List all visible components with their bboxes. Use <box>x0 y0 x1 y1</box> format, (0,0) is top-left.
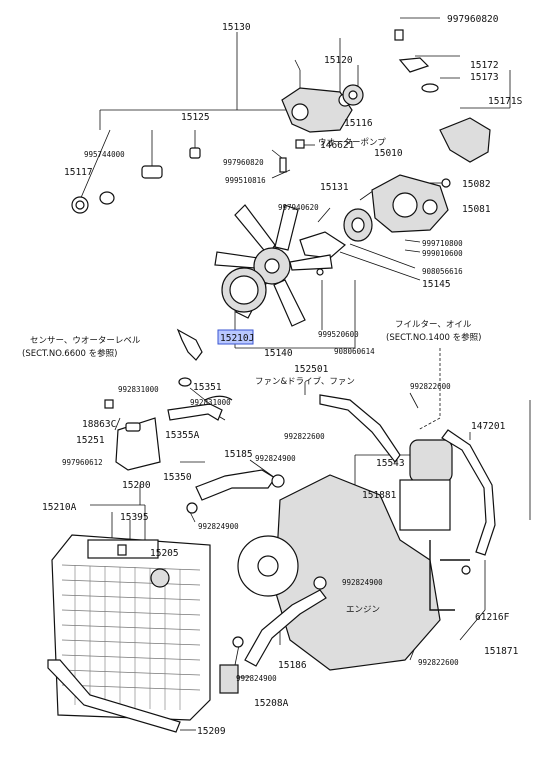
label-992822600-a: 992822600 <box>284 432 325 441</box>
label-992824900-d: 992824900 <box>236 674 277 683</box>
note-sensor-title: センサー、ウオーターレベル <box>30 336 141 346</box>
label-15350: 15350 <box>163 472 192 483</box>
label-992822600-b: 992822600 <box>410 382 451 391</box>
label-15209: 15209 <box>197 726 226 737</box>
label-18863c: 18863C <box>82 419 116 430</box>
label-997960612: 997960612 <box>62 458 103 467</box>
label-15210j: 15210J <box>220 333 254 344</box>
label-15251: 15251 <box>76 435 105 446</box>
cooling-fan <box>214 204 333 327</box>
label-15131: 15131 <box>320 182 349 193</box>
label-151881: 151881 <box>362 490 397 501</box>
part-labels: 15130 997960820 15172 15173 15171S 15120… <box>42 14 523 737</box>
label-147201: 147201 <box>471 421 506 432</box>
label-15200: 15200 <box>122 480 151 491</box>
note-filter-title: フイルター、オイル <box>395 320 472 330</box>
label-992822600-c: 992822600 <box>418 658 459 667</box>
label-15351: 15351 <box>193 382 222 393</box>
label-61216f: 61216F <box>475 612 510 623</box>
label-992831000-a: 992831000 <box>118 385 159 394</box>
label-999710800: 999710800 <box>422 239 463 248</box>
label-15543: 15543 <box>376 458 405 469</box>
note-engine: エンジン <box>346 605 380 615</box>
label-15208a: 15208A <box>254 698 289 709</box>
water-pump-parts <box>71 29 491 276</box>
label-995744000: 995744000 <box>84 150 125 159</box>
label-15185: 15185 <box>224 449 253 460</box>
label-15205: 15205 <box>150 548 179 559</box>
label-151871: 151871 <box>484 646 519 657</box>
label-992824900-b: 992824900 <box>198 522 239 531</box>
label-15082: 15082 <box>462 179 491 190</box>
label-15395: 15395 <box>120 512 149 523</box>
label-152501: 152501 <box>294 364 329 375</box>
notes: ウオーターポンプ センサー、ウオーターレベル (SECT.NO.6600 を参照… <box>22 138 481 615</box>
label-15116: 15116 <box>344 118 373 129</box>
label-908060614: 908060614 <box>334 347 375 356</box>
label-15117: 15117 <box>64 167 93 178</box>
label-999510816: 999510816 <box>225 176 266 185</box>
label-992824900-a: 992824900 <box>255 454 296 463</box>
engine-block <box>232 474 471 671</box>
label-15172: 15172 <box>470 60 499 71</box>
note-water-pump: ウオーターポンプ <box>318 138 386 148</box>
label-997960820-b: 997960820 <box>223 158 264 167</box>
label-15130: 15130 <box>222 22 251 33</box>
label-15081: 15081 <box>462 204 491 215</box>
label-992831000-b: 992831000 <box>190 398 231 407</box>
highlight-15210j <box>217 329 254 345</box>
note-fan-drive: ファン&ドライブ、ファン <box>255 376 355 387</box>
label-146621: 146621 <box>320 140 355 151</box>
label-15010: 15010 <box>374 148 403 159</box>
label-15171s: 15171S <box>488 96 523 107</box>
label-999010600: 999010600 <box>422 249 463 258</box>
label-15355a: 15355A <box>165 430 200 441</box>
label-15125: 15125 <box>181 112 210 123</box>
label-15173: 15173 <box>470 72 499 83</box>
label-997960820-a: 997960820 <box>447 14 499 25</box>
middle-parts <box>104 328 496 556</box>
label-15140: 15140 <box>264 348 293 359</box>
label-997940620: 997940620 <box>278 203 319 212</box>
note-sensor-ref: (SECT.NO.6600 を参照) <box>22 348 117 359</box>
note-filter-ref: (SECT.NO.1400 を参照) <box>386 332 481 343</box>
label-908056616: 908056616 <box>422 267 463 276</box>
label-992824900-c: 992824900 <box>342 578 383 587</box>
label-15210a: 15210A <box>42 502 77 513</box>
label-15145: 15145 <box>422 279 451 290</box>
label-15186: 15186 <box>278 660 307 671</box>
radiator <box>47 534 239 733</box>
label-15120: 15120 <box>324 55 353 66</box>
label-999520600: 999520600 <box>318 330 359 339</box>
